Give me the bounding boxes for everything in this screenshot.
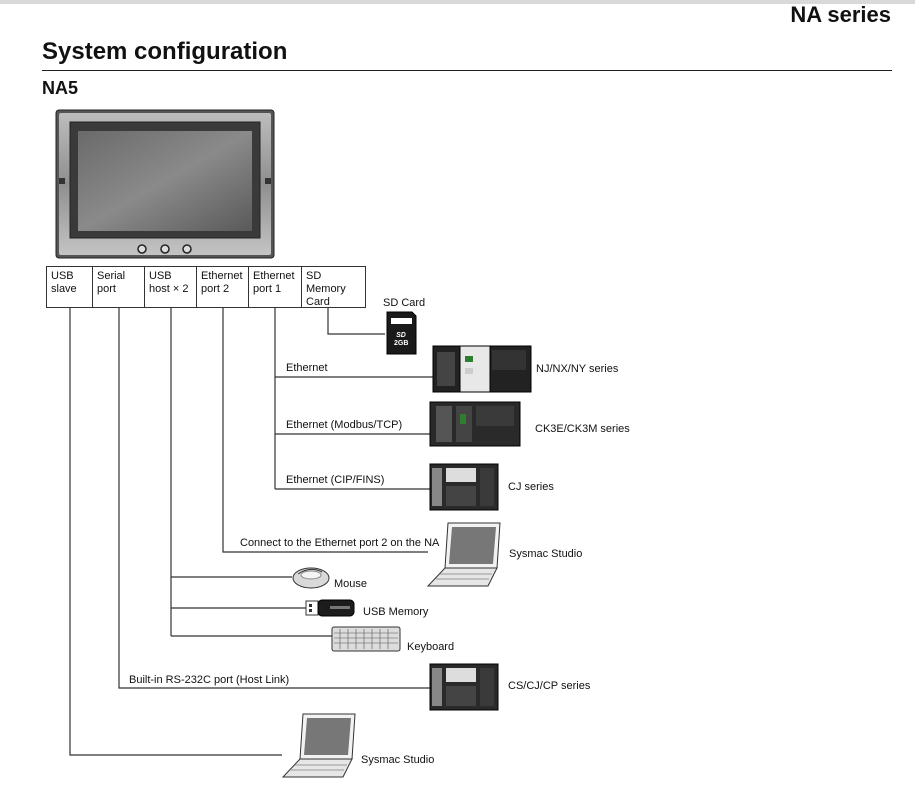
title-divider	[42, 70, 892, 71]
cj-series-label: CJ series	[508, 481, 554, 493]
usb-memory-icon	[305, 599, 355, 617]
page-title: System configuration	[42, 38, 288, 65]
ethernet-modbus-label: Ethernet (Modbus/TCP)	[286, 419, 403, 431]
cs-series-plc-icon	[429, 663, 499, 711]
connection-lines	[69, 308, 433, 756]
laptop-icon-ethernet	[426, 522, 501, 587]
mouse-label: Mouse	[334, 578, 368, 590]
ck3-series-controller-icon	[429, 401, 521, 447]
ck-series-label: CK3E/CK3M series	[535, 423, 630, 435]
series-heading: NA series	[790, 2, 891, 27]
ethernet-cip-label: Ethernet (CIP/FINS)	[286, 474, 385, 486]
rs232c-label: Built-in RS-232C port (Host Link)	[129, 674, 290, 686]
keyboard-label: Keyboard	[407, 641, 455, 653]
top-border	[0, 0, 915, 4]
laptop-icon-usb	[281, 713, 356, 778]
svg-text:SD: SD	[396, 332, 406, 339]
na5-hmi-panel	[55, 109, 275, 259]
keyboard-icon	[331, 626, 401, 652]
nj-series-controller-icon	[432, 345, 532, 393]
ethernet-port2-label: Connect to the Ethernet port 2 on the NA	[240, 537, 440, 549]
section-title: NA5	[42, 78, 79, 98]
cs-series-label: CS/CJ/CP series	[508, 680, 591, 692]
sd-card-icon: SD	[386, 311, 417, 355]
sysmac-studio-usb-label: Sysmac Studio	[361, 754, 435, 766]
ethernet-label: Ethernet	[286, 362, 328, 374]
sd-card-label: SD Card	[383, 297, 426, 309]
sd-card-capacity: 2GB	[394, 340, 409, 347]
nj-series-label: NJ/NX/NY series	[536, 363, 619, 375]
sysmac-studio-ethernet-label: Sysmac Studio	[509, 548, 583, 560]
usb-memory-label: USB Memory	[363, 606, 429, 618]
mouse-icon	[292, 567, 330, 589]
cj-series-plc-icon	[429, 463, 499, 511]
